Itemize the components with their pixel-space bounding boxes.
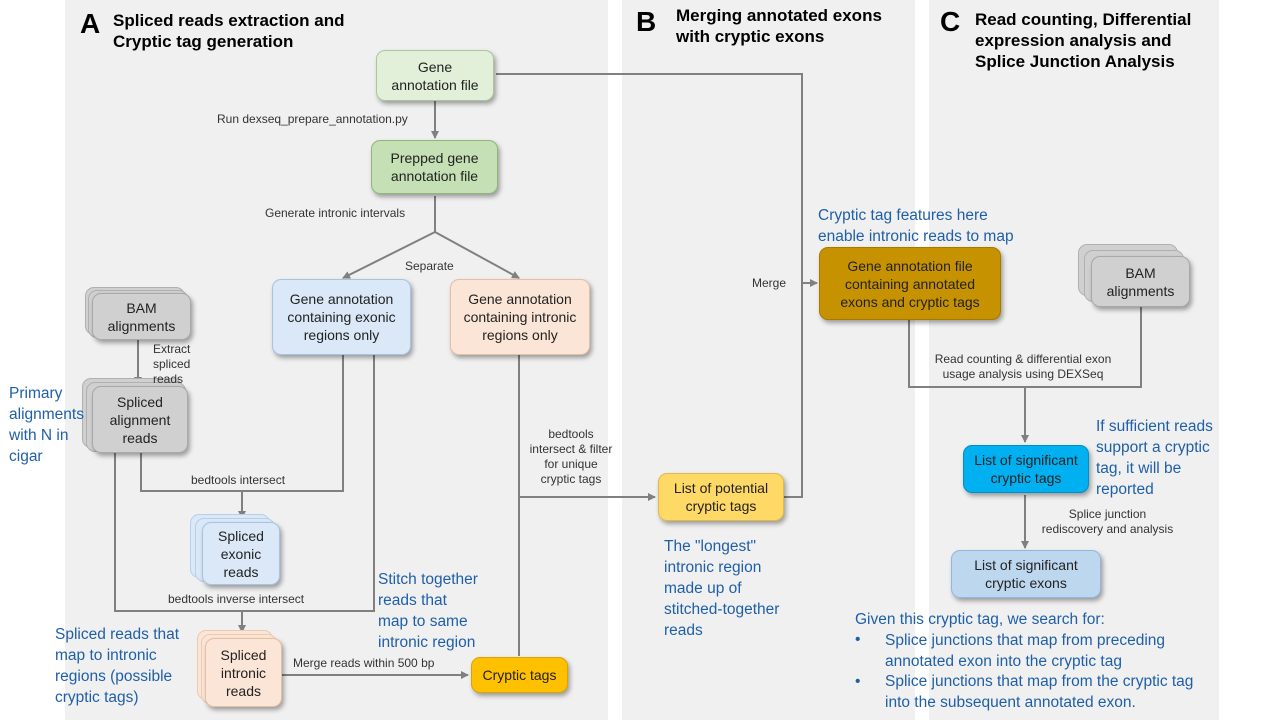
prepped-gene-annotation-node: Prepped gene annotation file [371,140,498,194]
bam-alignments-a-node: BAM alignments [92,293,191,340]
extract-spliced-label: Extract spliced reads [153,342,191,386]
bullet-2-glyph: • [855,673,861,690]
potential-cryptic-tags-node: List of potential cryptic tags [658,473,784,521]
bedtools-filter-label: bedtools intersect & filter for unique c… [529,427,613,486]
longest-region-note: The "longest" intronic region made up of… [664,538,780,639]
panel-a-title: Spliced reads extraction and Cryptic tag… [113,11,345,51]
spliced-intronic-reads-node: Spliced intronic reads [205,638,282,707]
bedtools-intersect-label: bedtools intersect [191,473,286,487]
if-sufficient-note: If sufficient reads support a cryptic ta… [1096,418,1213,498]
merge-reads-label: Merge reads within 500 bp [293,656,435,670]
bullet-1-note: Splice junctions that map from preceding… [885,632,1166,670]
cryptic-tags-node: Cryptic tags [471,657,568,693]
intronic-regions-node: Gene annotation containing intronic regi… [450,279,590,355]
panel-c-letter: C [940,6,961,37]
separate-label: Separate [405,259,454,273]
run-dexseq-label: Run dexseq_prepare_annotation.py [217,112,408,126]
exonic-regions-node: Gene annotation containing exonic region… [272,279,411,355]
panel-c [929,0,1219,720]
spliced-alignment-reads-node: Spliced alignment reads [92,386,188,453]
panel-b-title: Merging annotated exons with cryptic exo… [676,6,882,46]
cryptic-features-note: Cryptic tag features here enable introni… [818,207,1014,245]
panel-a-letter: A [80,8,101,39]
merge-label: Merge [752,276,787,290]
bullet-2-note: Splice junctions that map from the crypt… [885,673,1194,711]
merged-annotation-node: Gene annotation file containing annotate… [819,247,1001,320]
primary-alignments-note: Primary alignments with N in cigar [9,385,84,465]
panel-b [622,0,915,720]
bam-alignments-c-node: BAM alignments [1091,256,1190,307]
panel-a [65,0,608,720]
spliced-exonic-reads-node: Spliced exonic reads [202,522,280,585]
stitch-together-note: Stitch together reads that map to same i… [378,571,478,651]
splice-junction-label: Splice junction rediscovery and analysis [1041,507,1174,536]
gene-annotation-file-node: Gene annotation file [376,50,494,101]
spliced-reads-intronic-note: Spliced reads that map to intronic regio… [55,626,180,706]
given-tag-note: Given this cryptic tag, we search for: [855,611,1105,628]
generate-intronic-label: Generate intronic intervals [265,206,406,220]
read-counting-label: Read counting & differential exon usage … [934,352,1112,381]
bullet-1-glyph: • [855,631,861,648]
significant-cryptic-tags-node: List of significant cryptic tags [963,445,1089,493]
panel-b-letter: B [636,6,657,37]
significant-cryptic-exons-node: List of significant cryptic exons [951,550,1101,598]
bedtools-inverse-label: bedtools inverse intersect [168,592,305,606]
panel-c-title: Read counting, Differential expression a… [975,10,1192,71]
